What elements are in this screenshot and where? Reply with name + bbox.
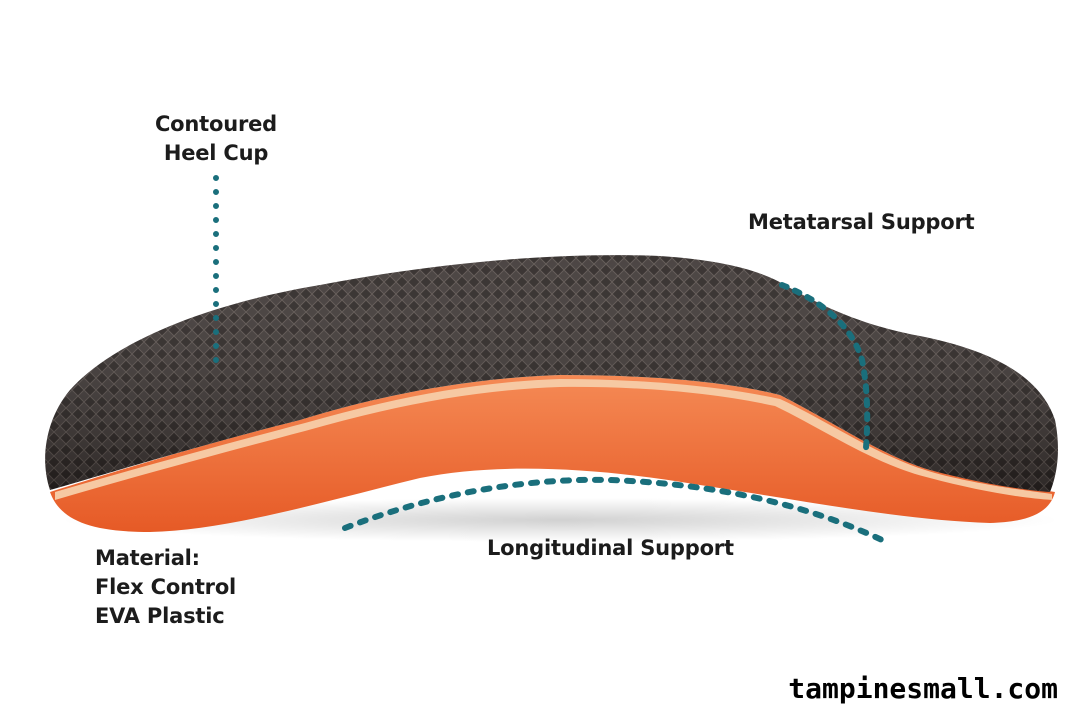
material-label-line-1: Material: — [95, 546, 200, 570]
insole-top-shading — [45, 255, 1058, 492]
heel-cup-label: Contoured Heel Cup — [150, 110, 282, 168]
material-label: Material: Flex Control EVA Plastic — [95, 544, 236, 631]
metatarsal-callout-line — [779, 282, 871, 451]
heel-cup-label-line-2: Heel Cup — [163, 141, 269, 165]
insole-shadow — [60, 498, 1060, 542]
metatarsal-support-label: Metatarsal Support — [748, 210, 975, 234]
heel-cup-label-line-1: Contoured — [154, 112, 278, 136]
material-label-line-3: EVA Plastic — [95, 604, 225, 628]
longitudinal-support-label: Longitudinal Support — [487, 536, 734, 560]
foam-edge — [55, 379, 1052, 500]
material-label-line-2: Flex Control — [95, 575, 237, 599]
watermark: tampinesmall.com — [788, 672, 1058, 705]
longitudinal-callout-line — [342, 476, 885, 543]
